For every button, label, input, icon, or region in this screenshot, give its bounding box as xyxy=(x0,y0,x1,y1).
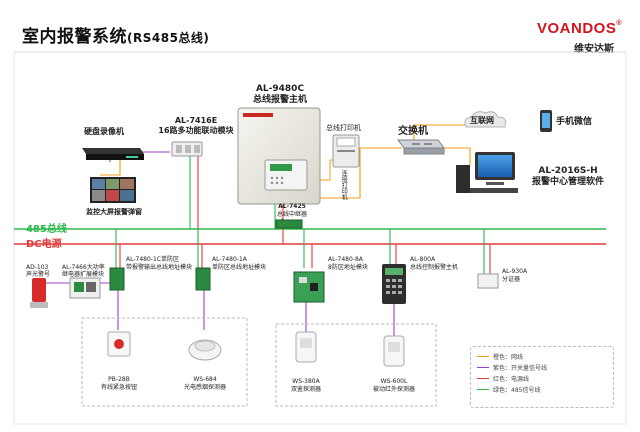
dual-model: WS-380A xyxy=(292,378,320,385)
linkage-name: 16路多功能联动模块 xyxy=(158,126,234,135)
legend-signal: 紫色：开关量信号线 xyxy=(471,362,613,373)
main-host-model: AL-9480C xyxy=(255,84,305,94)
module-1a xyxy=(195,267,211,291)
switch-to-pc-net xyxy=(440,147,471,165)
keypad-name: 总线控制报警主机 xyxy=(410,264,459,271)
dc-bus-label: DC电源 xyxy=(26,239,62,250)
page-title: 室内报警系统(RS485总线) xyxy=(22,27,210,47)
smoke-model: WS-684 xyxy=(193,376,217,383)
siren-name: 声光警号 xyxy=(26,271,51,278)
keypad-model: AL-800A xyxy=(410,256,436,263)
pb-model: PB-28B xyxy=(108,376,130,383)
brand-name-cn: 维安达斯 xyxy=(574,44,614,55)
wire-legend: 橙色：网线 紫色：开关量信号线 红色：电源线 绿色：485信号线 xyxy=(470,346,614,408)
mod1a-model: AL-7480-1A xyxy=(212,256,247,263)
printer-port-label: 连接打印机 xyxy=(340,170,348,200)
dvr-to-wall-net xyxy=(100,156,121,176)
mod8a-model: AL-7480-8A xyxy=(328,256,363,263)
bus-repeater xyxy=(275,219,303,229)
repeater-name: 总线中继器 xyxy=(276,211,307,218)
phone-label: 手机微信 xyxy=(556,117,593,127)
linkage-model: AL-7416E xyxy=(174,116,218,125)
page-subtitle: (RS485总线) xyxy=(127,31,210,45)
video-wall xyxy=(90,177,136,203)
isolator-device xyxy=(477,273,499,289)
switch-to-internet-net xyxy=(413,124,465,140)
pb-name: 有线紧急按钮 xyxy=(100,384,137,391)
module-8a xyxy=(293,271,325,303)
dual-detector xyxy=(295,331,317,363)
network-switch xyxy=(397,139,445,155)
rs485-bus-label: 485总线 xyxy=(26,224,67,235)
isolator-name: 分证器 xyxy=(502,276,521,283)
zone-group-2 xyxy=(275,323,437,407)
printer-device xyxy=(332,134,360,168)
siren-device xyxy=(30,278,48,308)
video-wall-label: 监控大屏报警弹窗 xyxy=(86,208,142,216)
pir-name: 被动红外探测器 xyxy=(372,386,415,393)
internet-label: 互联网 xyxy=(470,116,494,125)
module-1c xyxy=(109,267,125,291)
dvr-label: 硬盘录像机 xyxy=(84,127,124,136)
dual-name: 双鉴探测器 xyxy=(290,386,321,393)
brand-logo: VOANDOS® xyxy=(536,20,622,37)
main-host-cabinet xyxy=(237,107,321,205)
pir-model: WS-600L xyxy=(380,378,408,385)
mgmt-name: 报警中心管理软件 xyxy=(531,177,604,187)
relay-name: 继电器扩展模块 xyxy=(62,271,105,278)
mod1c-model: AL-7480-1C单防区 xyxy=(126,256,179,263)
mod1a-name: 单防区总线地址模块 xyxy=(212,264,267,271)
mod1c-name: 带报警输出总线地址模块 xyxy=(126,264,193,271)
legend-network: 橙色：网线 xyxy=(471,351,613,362)
panic-button xyxy=(107,331,131,357)
management-pc xyxy=(456,152,518,193)
siren-model: AD-103 xyxy=(26,264,49,271)
repeater-model: AL-7425 xyxy=(278,203,306,210)
mgmt-model: AL-2016S-H xyxy=(538,166,598,176)
zone-group-1 xyxy=(81,317,248,407)
mod8a-name: 8防区地址模块 xyxy=(328,264,368,271)
dvr-device xyxy=(82,148,144,160)
internet-cloud xyxy=(464,111,507,128)
isolator-model: AL-930A xyxy=(502,268,528,275)
legend-power: 红色：电源线 xyxy=(471,373,613,384)
printer-label: 总线打印机 xyxy=(326,124,361,132)
smoke-detector xyxy=(188,339,222,361)
relay-module xyxy=(69,277,101,299)
smoke-name: 光电感烟探测器 xyxy=(183,384,226,391)
pir-detector xyxy=(383,335,405,367)
phone-device xyxy=(540,110,552,132)
main-host-name: 总线报警主机 xyxy=(252,95,307,105)
linkage-module xyxy=(171,141,203,157)
switch-label: 交换机 xyxy=(398,126,428,137)
legend-485: 绿色：485信号线 xyxy=(471,384,613,395)
keypad-host xyxy=(382,264,406,304)
relay-model: AL-7466大功率 xyxy=(62,264,105,271)
diagram-frame xyxy=(13,51,627,425)
